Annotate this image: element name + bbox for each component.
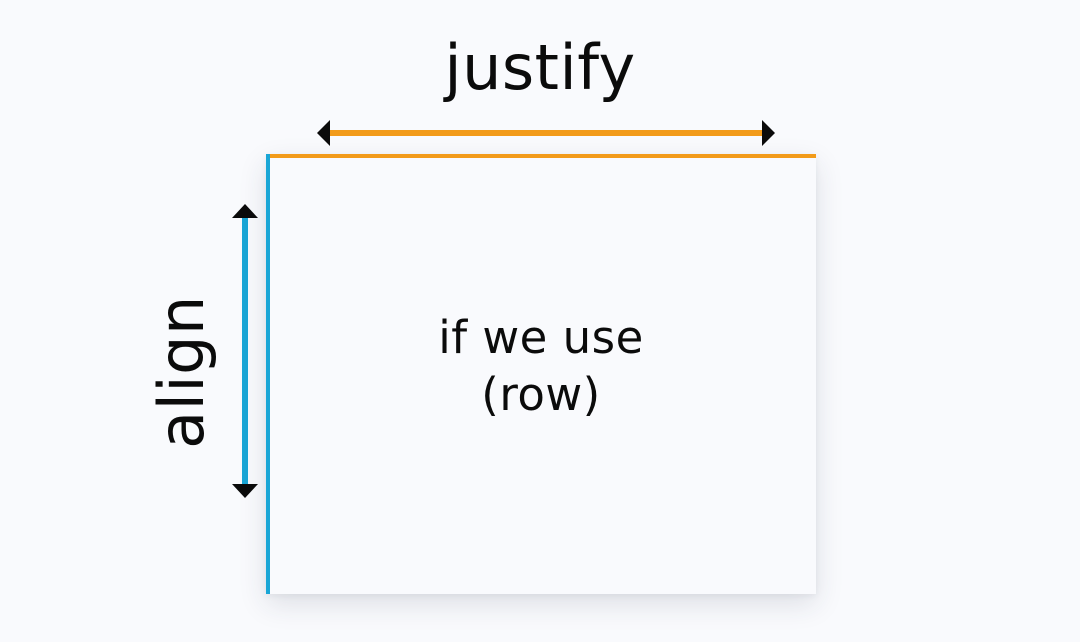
cross-axis-edge <box>266 154 270 594</box>
horizontal-arrow-left-head <box>317 120 330 146</box>
vertical-double-arrow-icon <box>232 204 258 498</box>
justify-label: justify <box>444 31 636 104</box>
vertical-arrow-bottom-head <box>232 484 258 498</box>
box-caption-line-2: (row) <box>481 368 601 421</box>
box-caption: if we use (row) <box>266 309 816 423</box>
flex-container-box: if we use (row) <box>266 154 816 594</box>
horizontal-double-arrow-icon <box>317 120 775 146</box>
vertical-arrow-top-head <box>232 204 258 218</box>
main-axis-edge <box>266 154 816 158</box>
box-caption-line-1: if we use <box>438 311 644 364</box>
horizontal-arrow-right-head <box>762 120 775 146</box>
